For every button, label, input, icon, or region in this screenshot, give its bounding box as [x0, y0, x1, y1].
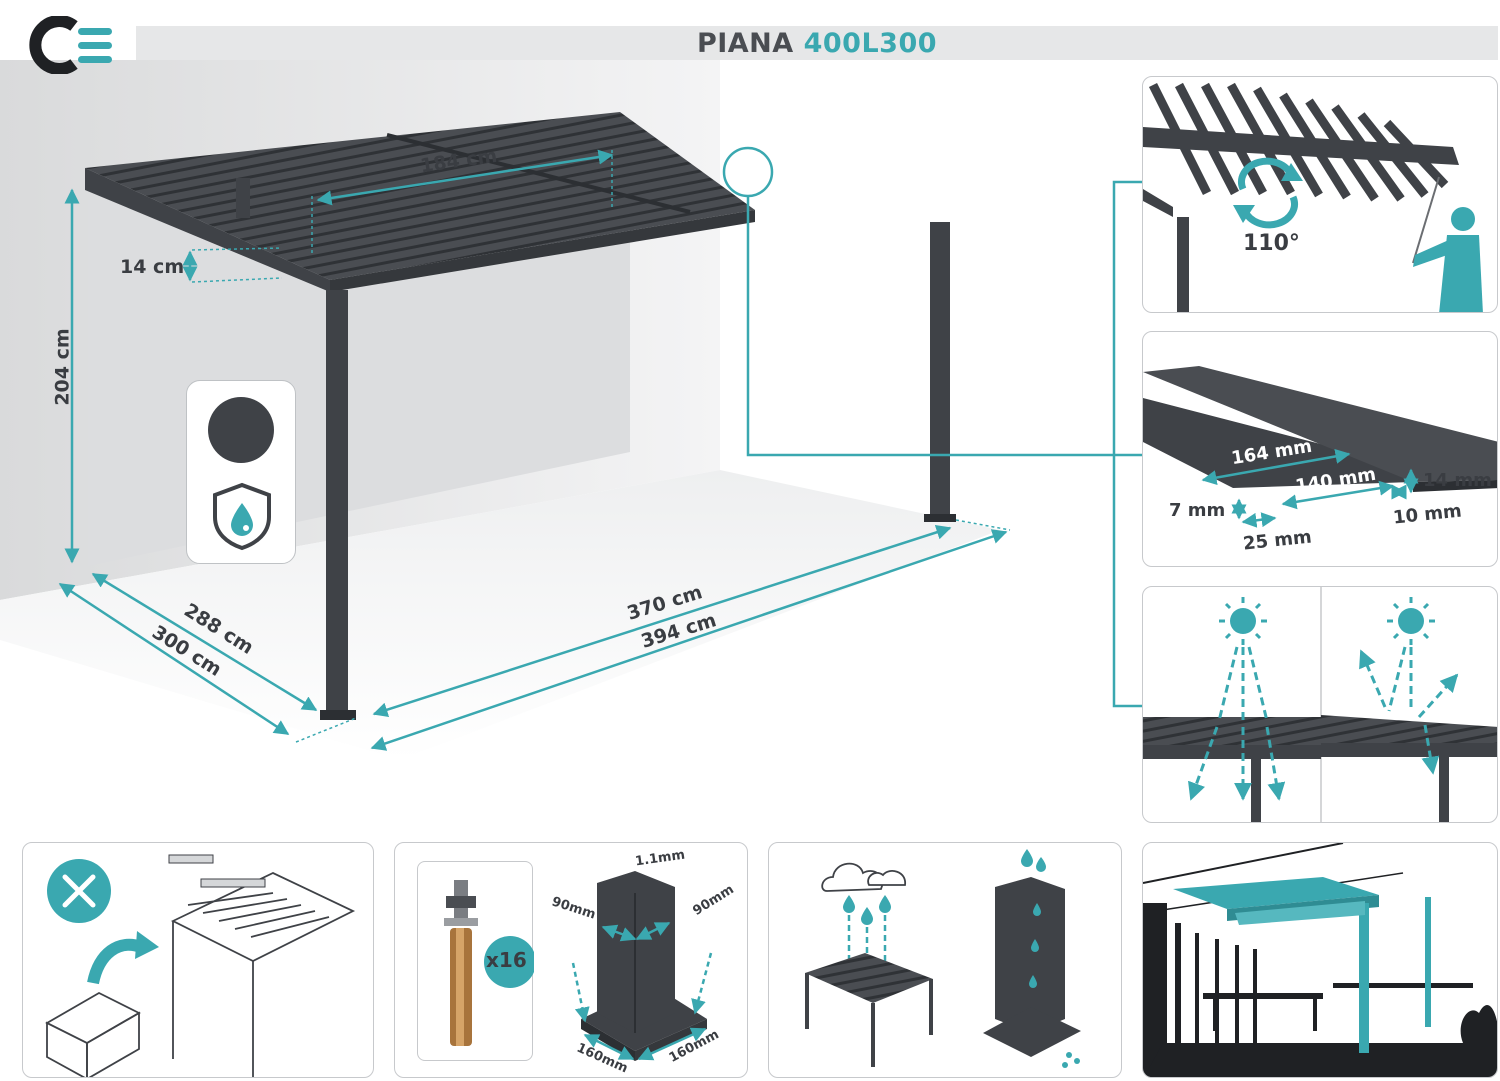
- sun-panel: [1142, 586, 1498, 823]
- rotation-angle-label: 110°: [1243, 231, 1300, 256]
- bolt-count-label: x16: [486, 948, 527, 972]
- sun-illustration: [1143, 587, 1497, 822]
- anchor-bolt-icon: [444, 880, 536, 1046]
- assembly-panel: [22, 842, 374, 1078]
- profile-illustration: [1143, 366, 1497, 528]
- dimension-lines: [58, 146, 1142, 751]
- finish-badge: [186, 380, 296, 564]
- rotation-panel: 110°: [1142, 76, 1498, 313]
- drainage-panel: [768, 842, 1122, 1078]
- sun-icon-left: [1219, 597, 1267, 645]
- rotation-illustration: [1143, 77, 1483, 312]
- drainage-illustration: [805, 849, 1081, 1068]
- anthracite-swatch-icon: [208, 397, 274, 463]
- product-title-bar: PIANA 400L300: [136, 26, 1498, 60]
- profile-height-left: 7 mm: [1169, 500, 1226, 521]
- brand-logo: [22, 15, 114, 75]
- hardware-panel: x16 1.1mm 90mm 90mm 160mm 160mm: [394, 842, 748, 1078]
- waterproof-shield-icon: [207, 481, 277, 551]
- post-base-illustration: [571, 871, 713, 1061]
- product-title-name: PIANA: [696, 28, 794, 59]
- bolt-card: x16: [417, 861, 536, 1061]
- profile-height-right: 14 mm: [1423, 470, 1492, 491]
- post-height-label: 204 cm: [51, 328, 74, 406]
- rain-cloud-icon: [821, 862, 906, 892]
- sun-icon-right: [1387, 597, 1435, 645]
- lifestyle-illustration: [1143, 843, 1497, 1077]
- product-title-model: 400L300: [803, 28, 938, 59]
- assembly-illustration: [45, 854, 356, 1077]
- tools-icon: [47, 859, 111, 923]
- beam-height-label: 14 cm: [120, 256, 185, 278]
- lifestyle-panel: [1142, 842, 1498, 1078]
- profile-panel: 164 mm 140 mm 14 mm 7 mm 25 mm 10 mm: [1142, 331, 1498, 567]
